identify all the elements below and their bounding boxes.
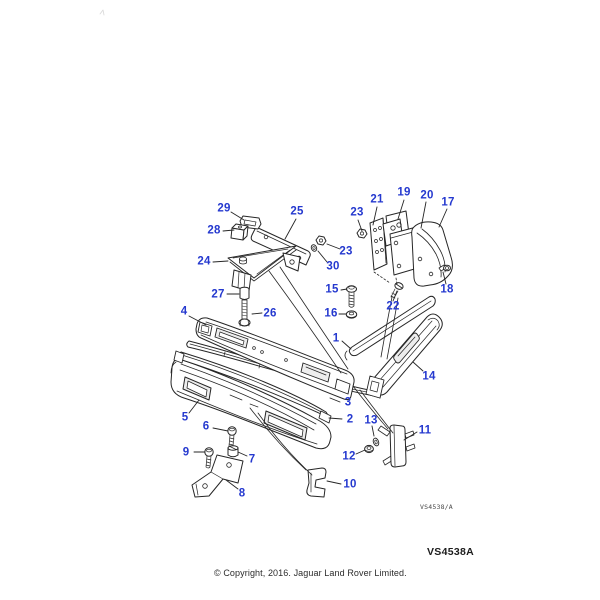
callout-25: 25 <box>290 205 304 218</box>
sheet-code-small: VS4538/A <box>420 503 453 511</box>
callout-28: 28 <box>207 224 221 237</box>
part-1-top-finisher <box>344 295 436 361</box>
part-13-washer <box>372 437 380 447</box>
callout-4: 4 <box>180 305 188 318</box>
part-23-nut-right <box>356 228 368 239</box>
callout-26: 26 <box>263 307 277 320</box>
callout-14: 14 <box>422 370 436 383</box>
callout-5: 5 <box>181 411 189 424</box>
part-28-square-nut <box>230 223 249 241</box>
part-8-bracket <box>191 454 244 498</box>
callout-23a: 23 <box>350 206 364 219</box>
part-22-screw <box>390 282 404 299</box>
projection-lines <box>249 266 399 476</box>
part-27-spacer <box>239 286 250 300</box>
part-2-finisher-strip <box>173 350 332 424</box>
part-30-washer <box>310 244 318 252</box>
part-11-stud-bracket <box>377 424 416 468</box>
callout-11: 11 <box>418 424 432 437</box>
callout-27: 27 <box>211 288 225 301</box>
callout-6: 6 <box>202 420 210 433</box>
callout-9: 9 <box>182 446 190 459</box>
callout-17: 17 <box>441 196 455 209</box>
callout-10: 10 <box>343 478 357 491</box>
part-18-bolt <box>438 264 451 272</box>
part-12-nut <box>364 444 374 454</box>
callout-24: 24 <box>197 255 211 268</box>
callout-20: 20 <box>420 189 434 202</box>
part-14-bumper-corner-section <box>365 313 443 399</box>
print-artifact <box>99 9 105 16</box>
part-17-end-cap <box>411 221 453 287</box>
part-16-nut <box>345 310 358 319</box>
part-21-mounting-plate <box>369 217 388 271</box>
callout-3: 3 <box>344 396 352 409</box>
callout-12: 12 <box>342 450 356 463</box>
part-9-screw <box>204 447 214 469</box>
leader-lines <box>188 199 448 490</box>
part-7-grommet <box>227 445 239 458</box>
part-23-nut-left <box>315 235 327 246</box>
callout-30: 30 <box>326 260 340 273</box>
callout-16: 16 <box>324 307 338 320</box>
callout-7: 7 <box>248 453 256 466</box>
sheet-code: VS4538A <box>427 546 475 558</box>
callout-2: 2 <box>346 413 354 426</box>
part-15-bolt <box>346 285 357 308</box>
callout-21: 21 <box>370 193 384 206</box>
part-4-bumper-armature <box>195 317 355 401</box>
part-6-screw <box>227 426 237 448</box>
callout-15: 15 <box>325 283 339 296</box>
callout-1: 1 <box>332 332 340 345</box>
callout-29: 29 <box>217 202 231 215</box>
callout-18: 18 <box>440 283 454 296</box>
part-5-bumper-face <box>170 358 332 450</box>
callout-13: 13 <box>364 414 378 427</box>
part-10-clip <box>306 467 327 498</box>
callout-22: 22 <box>386 300 400 313</box>
part-26-bolt <box>238 299 251 327</box>
copyright-text: © Copyright, 2016. Jaguar Land Rover Lim… <box>214 568 407 578</box>
callout-23b: 23 <box>339 245 353 258</box>
callout-19: 19 <box>397 186 411 199</box>
callout-8: 8 <box>238 487 246 500</box>
